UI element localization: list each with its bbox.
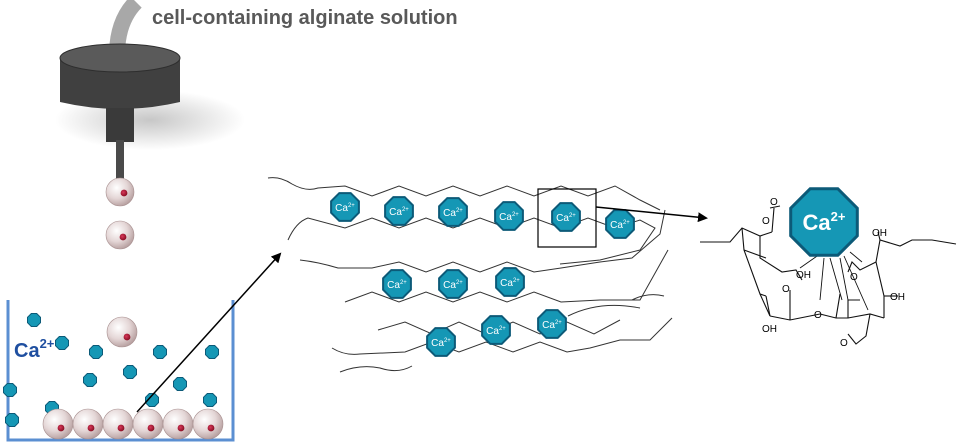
- cell: [120, 189, 128, 197]
- calcium-ion-label: Ca2+: [556, 213, 576, 224]
- calcium-ion-label: Ca2+: [542, 320, 562, 331]
- bead: [102, 408, 134, 440]
- label-oh: OH: [872, 228, 887, 239]
- nozzle: [55, 43, 245, 186]
- calcium-ion: [3, 383, 17, 397]
- cell: [207, 424, 215, 432]
- calcium-ion-label: Ca2+: [335, 203, 355, 214]
- calcium-ion: [426, 327, 456, 357]
- solution-label: cell-containing alginate solution: [152, 7, 458, 29]
- label-o: O: [850, 272, 858, 283]
- label-o: O: [840, 338, 848, 349]
- calcium-ion: [438, 269, 468, 299]
- cell: [147, 424, 155, 432]
- label-oh: OH: [796, 270, 811, 281]
- alginate-chains: [267, 177, 673, 373]
- calcium-ion: [203, 393, 217, 407]
- cell: [123, 333, 131, 341]
- cell: [57, 424, 65, 432]
- falling-beads: [105, 177, 138, 348]
- chain-ions: Ca2+ Ca2+ Ca2+ Ca2+ Ca2+ Ca2+ Ca2+ Ca2+ Ca2+ Ca2+…: [330, 192, 635, 357]
- calcium-bath: [6, 300, 235, 442]
- bead: [106, 316, 138, 348]
- cell: [177, 424, 185, 432]
- bead: [192, 408, 224, 440]
- label-oh: OH: [762, 324, 777, 335]
- zoom-selection-box: [537, 188, 597, 248]
- calcium-ion: [83, 373, 97, 387]
- calcium-ion: [330, 192, 360, 222]
- calcium-ion-label: Ca2+: [431, 338, 451, 349]
- bead: [42, 408, 74, 440]
- bead: [132, 408, 164, 440]
- calcium-ion-label: Ca2+: [610, 220, 630, 231]
- bead: [72, 408, 104, 440]
- calcium-ion: [27, 313, 41, 327]
- bath-ions: [3, 313, 219, 427]
- cell: [117, 424, 125, 432]
- structure-labels: O O OH O OH O OH OH O O: [762, 197, 905, 349]
- calcium-ion: [551, 202, 581, 232]
- calcium-ion: [382, 269, 412, 299]
- zoom-ion-label: Ca2+: [803, 209, 846, 235]
- calcium-ion: [384, 196, 414, 226]
- calcium-ion: [605, 209, 635, 239]
- label-o: O: [814, 310, 822, 321]
- calcium-ion: [5, 413, 19, 427]
- calcium-ion: [494, 201, 524, 231]
- calcium-ion-label: Ca2+: [389, 207, 409, 218]
- label-o: O: [762, 216, 770, 227]
- bead: [105, 220, 135, 250]
- label-o: O: [782, 284, 790, 295]
- calcium-ion-label: Ca2+: [387, 280, 407, 291]
- calcium-ion-label: Ca2+: [500, 278, 520, 289]
- calcium-ion: [153, 345, 167, 359]
- cell: [119, 233, 127, 241]
- calcium-ion: [89, 345, 103, 359]
- calcium-ion: [205, 345, 219, 359]
- bottom-beads: [42, 408, 224, 440]
- cell: [87, 424, 95, 432]
- calcium-ion: [55, 336, 69, 350]
- calcium-ion: [481, 315, 511, 345]
- calcium-ion-label: Ca2+: [486, 326, 506, 337]
- calcium-ion: [438, 197, 468, 227]
- label-oh: OH: [890, 292, 905, 303]
- bath-ion-label: Ca2+: [14, 336, 55, 362]
- calcium-ion-label: Ca2+: [443, 280, 463, 291]
- calcium-ion: [495, 267, 525, 297]
- label-o: O: [770, 197, 778, 208]
- bead: [162, 408, 194, 440]
- zoom-arrow-2: [595, 206, 708, 223]
- calcium-ion: [173, 377, 187, 391]
- calcium-ion: [145, 393, 159, 407]
- calcium-ion: [123, 365, 137, 379]
- calcium-ion: [537, 309, 567, 339]
- egg-box-structure: [700, 205, 957, 345]
- calcium-ion-label: Ca2+: [443, 208, 463, 219]
- zoom-arrow-1: [136, 252, 282, 413]
- calcium-ion-label: Ca2+: [499, 212, 519, 223]
- zoom-calcium-ion: Ca2+: [789, 187, 859, 257]
- bead: [105, 177, 135, 207]
